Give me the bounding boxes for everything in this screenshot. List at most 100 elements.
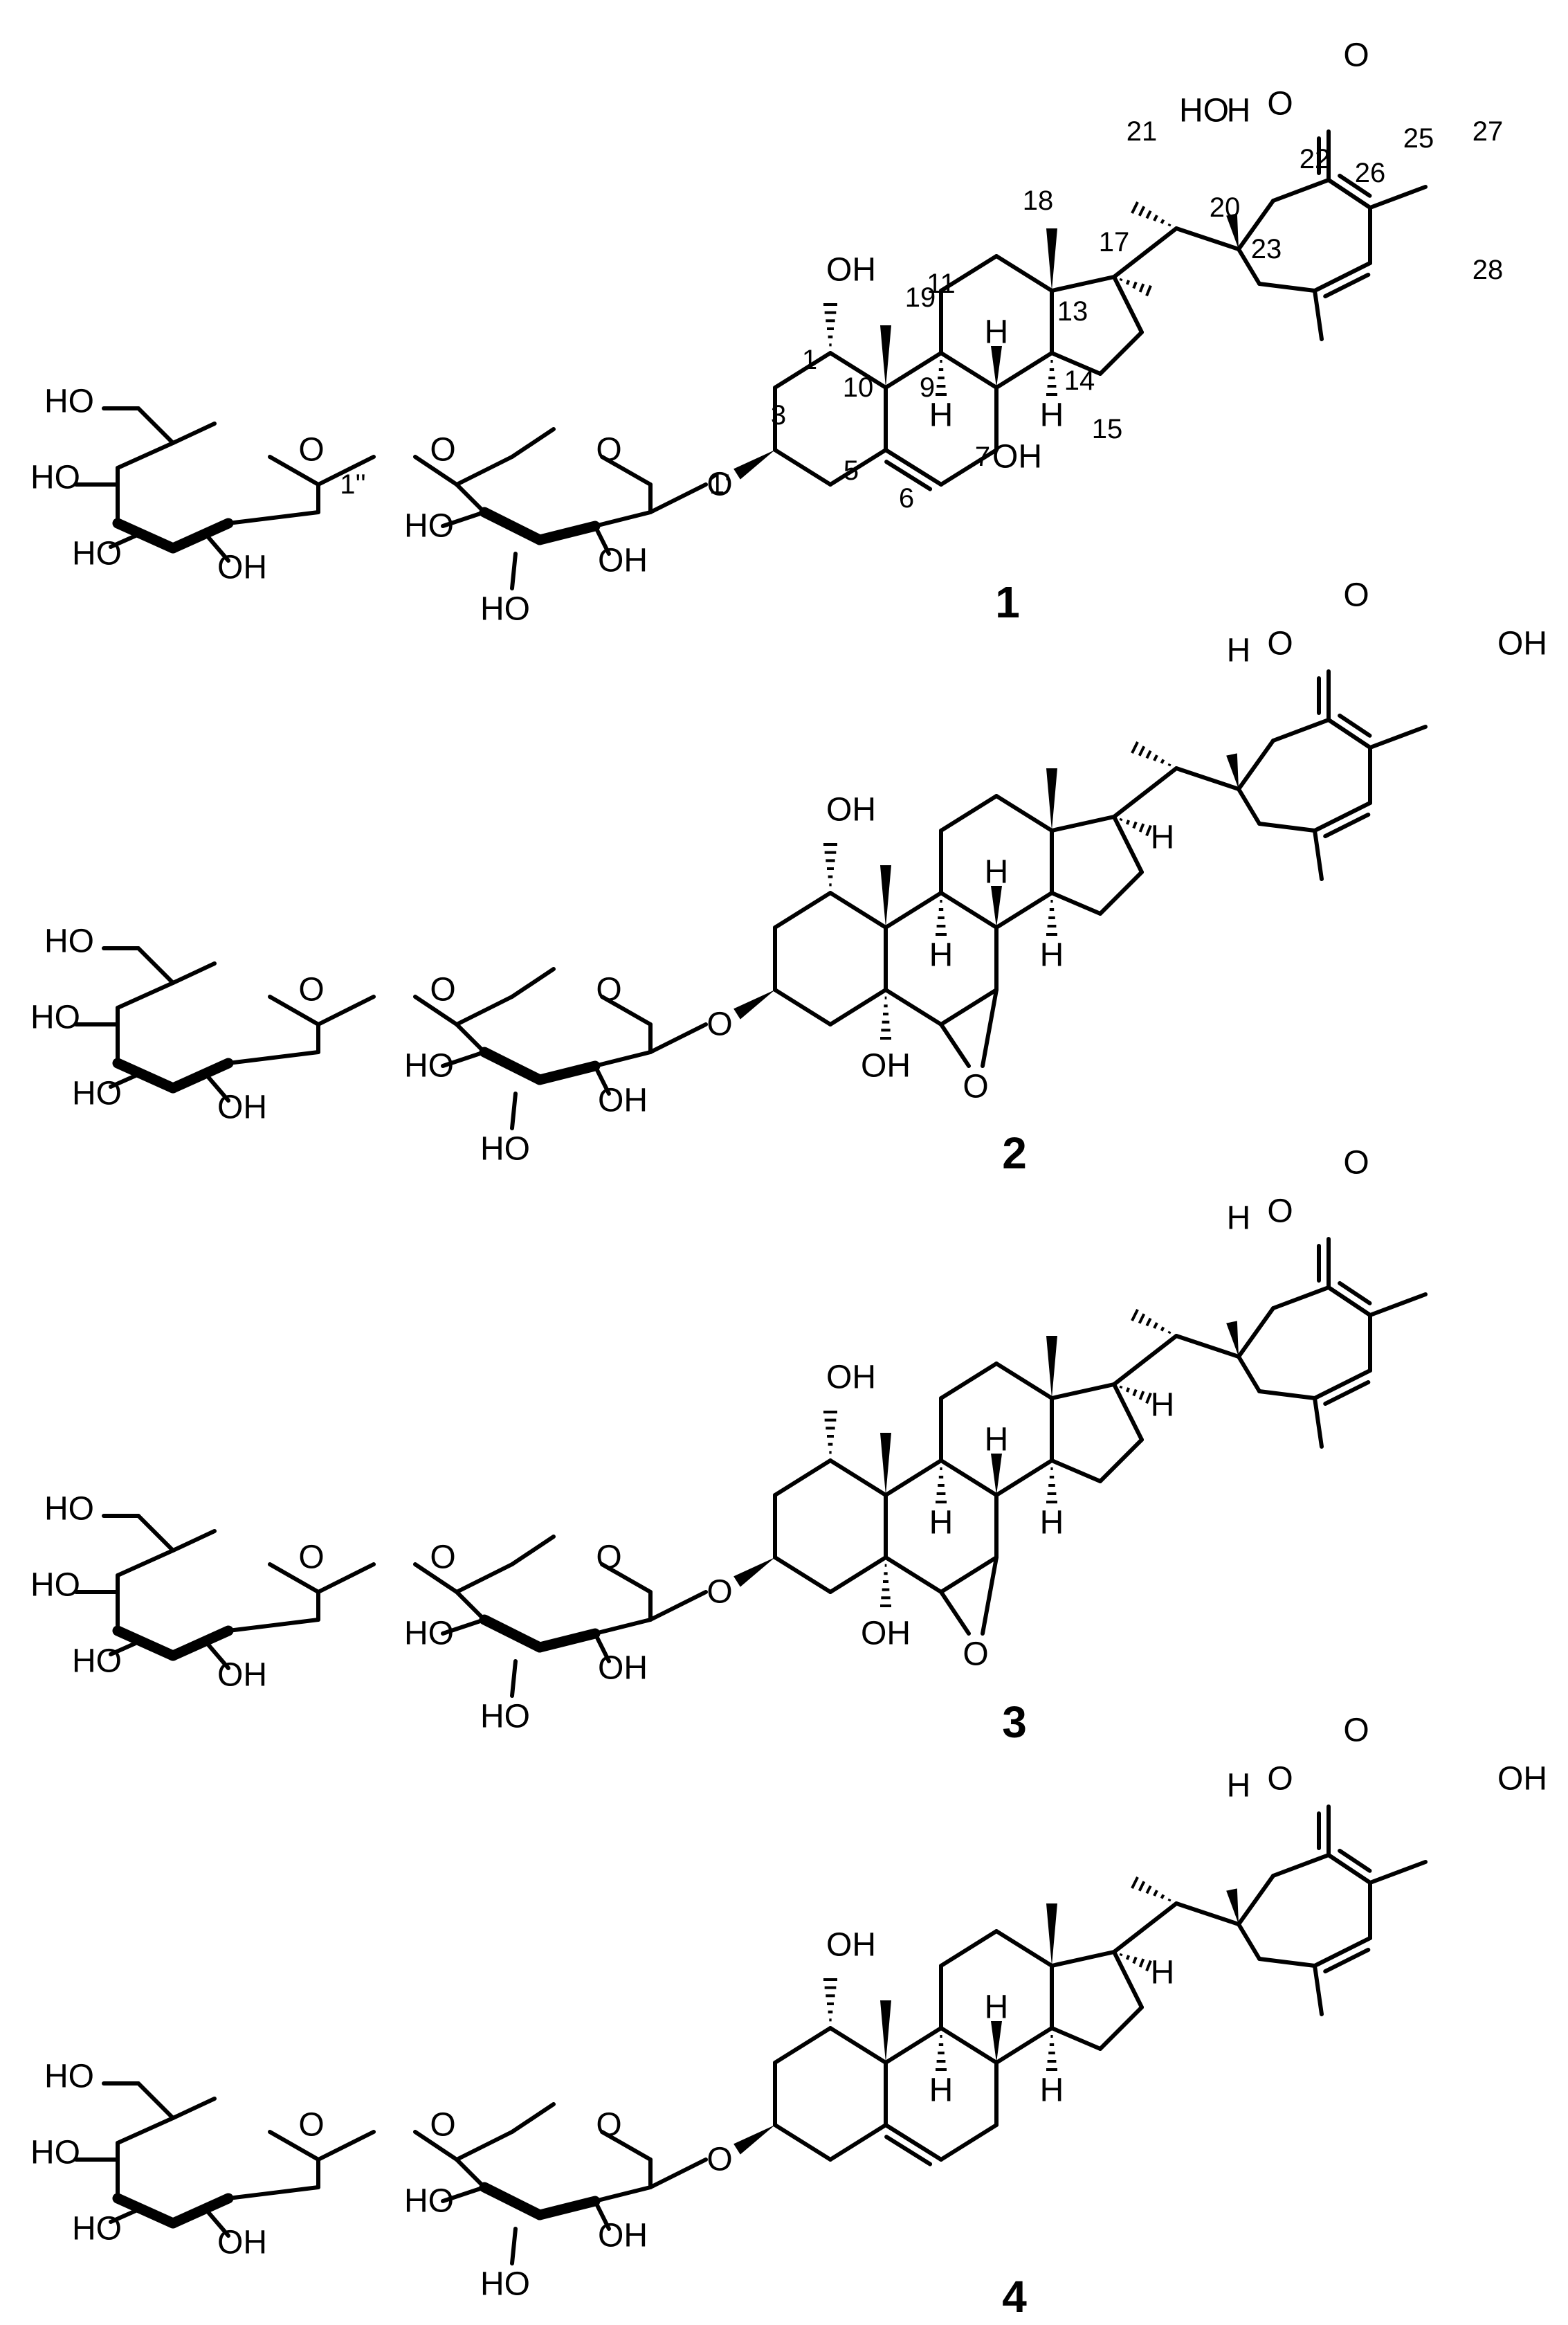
bond xyxy=(1174,1334,1241,1359)
bond xyxy=(1313,261,1372,293)
bond xyxy=(1368,1860,1428,1885)
bond xyxy=(884,988,943,1026)
atom-label: HO xyxy=(404,1616,454,1652)
hashed-bond xyxy=(1125,1955,1131,1960)
atom-label: H xyxy=(985,314,1009,351)
atom-label: OH xyxy=(1497,1761,1547,1798)
atom-label: H xyxy=(985,854,1009,891)
atom-label: 7 xyxy=(975,442,990,472)
atom-label: O xyxy=(1343,37,1369,74)
hashed-bond xyxy=(1119,278,1123,282)
bond xyxy=(413,455,459,487)
bond xyxy=(1271,718,1331,743)
bond xyxy=(510,1092,518,1130)
bond xyxy=(773,351,832,390)
bond xyxy=(1313,1368,1372,1400)
bond xyxy=(455,1562,514,1594)
wedge-bond xyxy=(991,886,1002,928)
atom-label: HO xyxy=(72,536,122,572)
bond xyxy=(226,2185,320,2200)
atom-label: O xyxy=(1343,1145,1369,1182)
bond xyxy=(648,482,708,514)
atom-label: O xyxy=(1267,626,1293,662)
bond xyxy=(109,2206,144,2224)
bond xyxy=(510,1535,556,1566)
atom-label: 28 xyxy=(1473,255,1504,285)
wedge-bond xyxy=(991,2021,1002,2063)
atom-label: O xyxy=(1267,86,1293,123)
compound-number: 2 xyxy=(1002,1128,1027,1178)
atom-label: HO xyxy=(480,1699,530,1735)
atom-label: H xyxy=(929,2072,954,2109)
atom-label: H xyxy=(1151,1387,1175,1424)
bond xyxy=(773,2123,832,2162)
bond xyxy=(136,1514,175,1553)
bond xyxy=(648,1590,708,1622)
bond xyxy=(939,1590,971,1636)
atom-label: O xyxy=(596,972,621,1008)
bond xyxy=(773,448,832,487)
atom-label: HO xyxy=(404,1048,454,1085)
bond xyxy=(994,1361,1054,1400)
hashed-bond xyxy=(1138,1391,1145,1400)
wedge-bond xyxy=(880,865,891,928)
atom-label: H xyxy=(1151,1955,1175,1991)
bond xyxy=(1368,1292,1428,1317)
atom-label: O xyxy=(1267,1193,1293,1230)
hashed-bond xyxy=(1145,284,1152,297)
bond xyxy=(1327,1285,1372,1317)
atom-label: O xyxy=(298,972,324,1008)
wedge-bond xyxy=(1046,1903,1057,1966)
atom-label: O xyxy=(1267,1761,1293,1798)
bond xyxy=(828,988,888,1026)
atom-label: 19 xyxy=(905,282,936,313)
atom-label: OH xyxy=(826,252,876,289)
bond xyxy=(994,794,1054,833)
atom-label: HO xyxy=(44,1491,94,1528)
bond xyxy=(593,2199,611,2231)
bond xyxy=(510,1659,518,1698)
hashed-bond xyxy=(1138,745,1146,757)
bond xyxy=(1098,2005,1144,2051)
hashed-bond xyxy=(1145,824,1152,837)
atom-label: OH xyxy=(826,792,876,829)
atom-label: 17 xyxy=(1099,227,1130,257)
atom-label: HO xyxy=(44,383,94,420)
bond xyxy=(600,455,653,487)
atom-label: HO xyxy=(72,1643,122,1680)
bond xyxy=(600,1562,653,1594)
atom-label: 1 xyxy=(802,345,817,375)
atom-label: HO xyxy=(72,1076,122,1112)
bond xyxy=(1313,1396,1324,1449)
atom-label: OH xyxy=(1497,626,1547,662)
atom-label: O xyxy=(596,1539,621,1576)
bond xyxy=(1313,801,1372,833)
bond xyxy=(1098,1438,1144,1483)
bond xyxy=(510,2102,556,2134)
bond xyxy=(171,422,217,445)
atom-label: H xyxy=(929,937,954,974)
bond xyxy=(593,1064,611,1096)
atom-label: HO xyxy=(404,508,454,545)
bond xyxy=(939,891,999,930)
bond xyxy=(510,552,518,590)
bond xyxy=(268,995,320,1026)
hashed-bond xyxy=(1153,1890,1158,1897)
atom-label: H xyxy=(929,397,954,434)
bond xyxy=(226,510,320,525)
atom-label: O xyxy=(430,1539,455,1576)
bond xyxy=(116,2116,175,2145)
atom-label: H xyxy=(1227,1768,1251,1804)
wedge-bond xyxy=(991,346,1002,388)
atom-label: O xyxy=(706,467,732,503)
bond xyxy=(994,351,1054,390)
wedge-bond xyxy=(1046,1336,1057,1398)
bond xyxy=(1174,1901,1241,1926)
bond xyxy=(1237,787,1261,826)
wedge-bond xyxy=(1226,753,1239,789)
bond xyxy=(1112,1382,1144,1442)
bond xyxy=(268,1562,320,1594)
bond xyxy=(413,1562,459,1594)
bond xyxy=(171,1529,217,1553)
hashed-bond xyxy=(1132,281,1138,289)
